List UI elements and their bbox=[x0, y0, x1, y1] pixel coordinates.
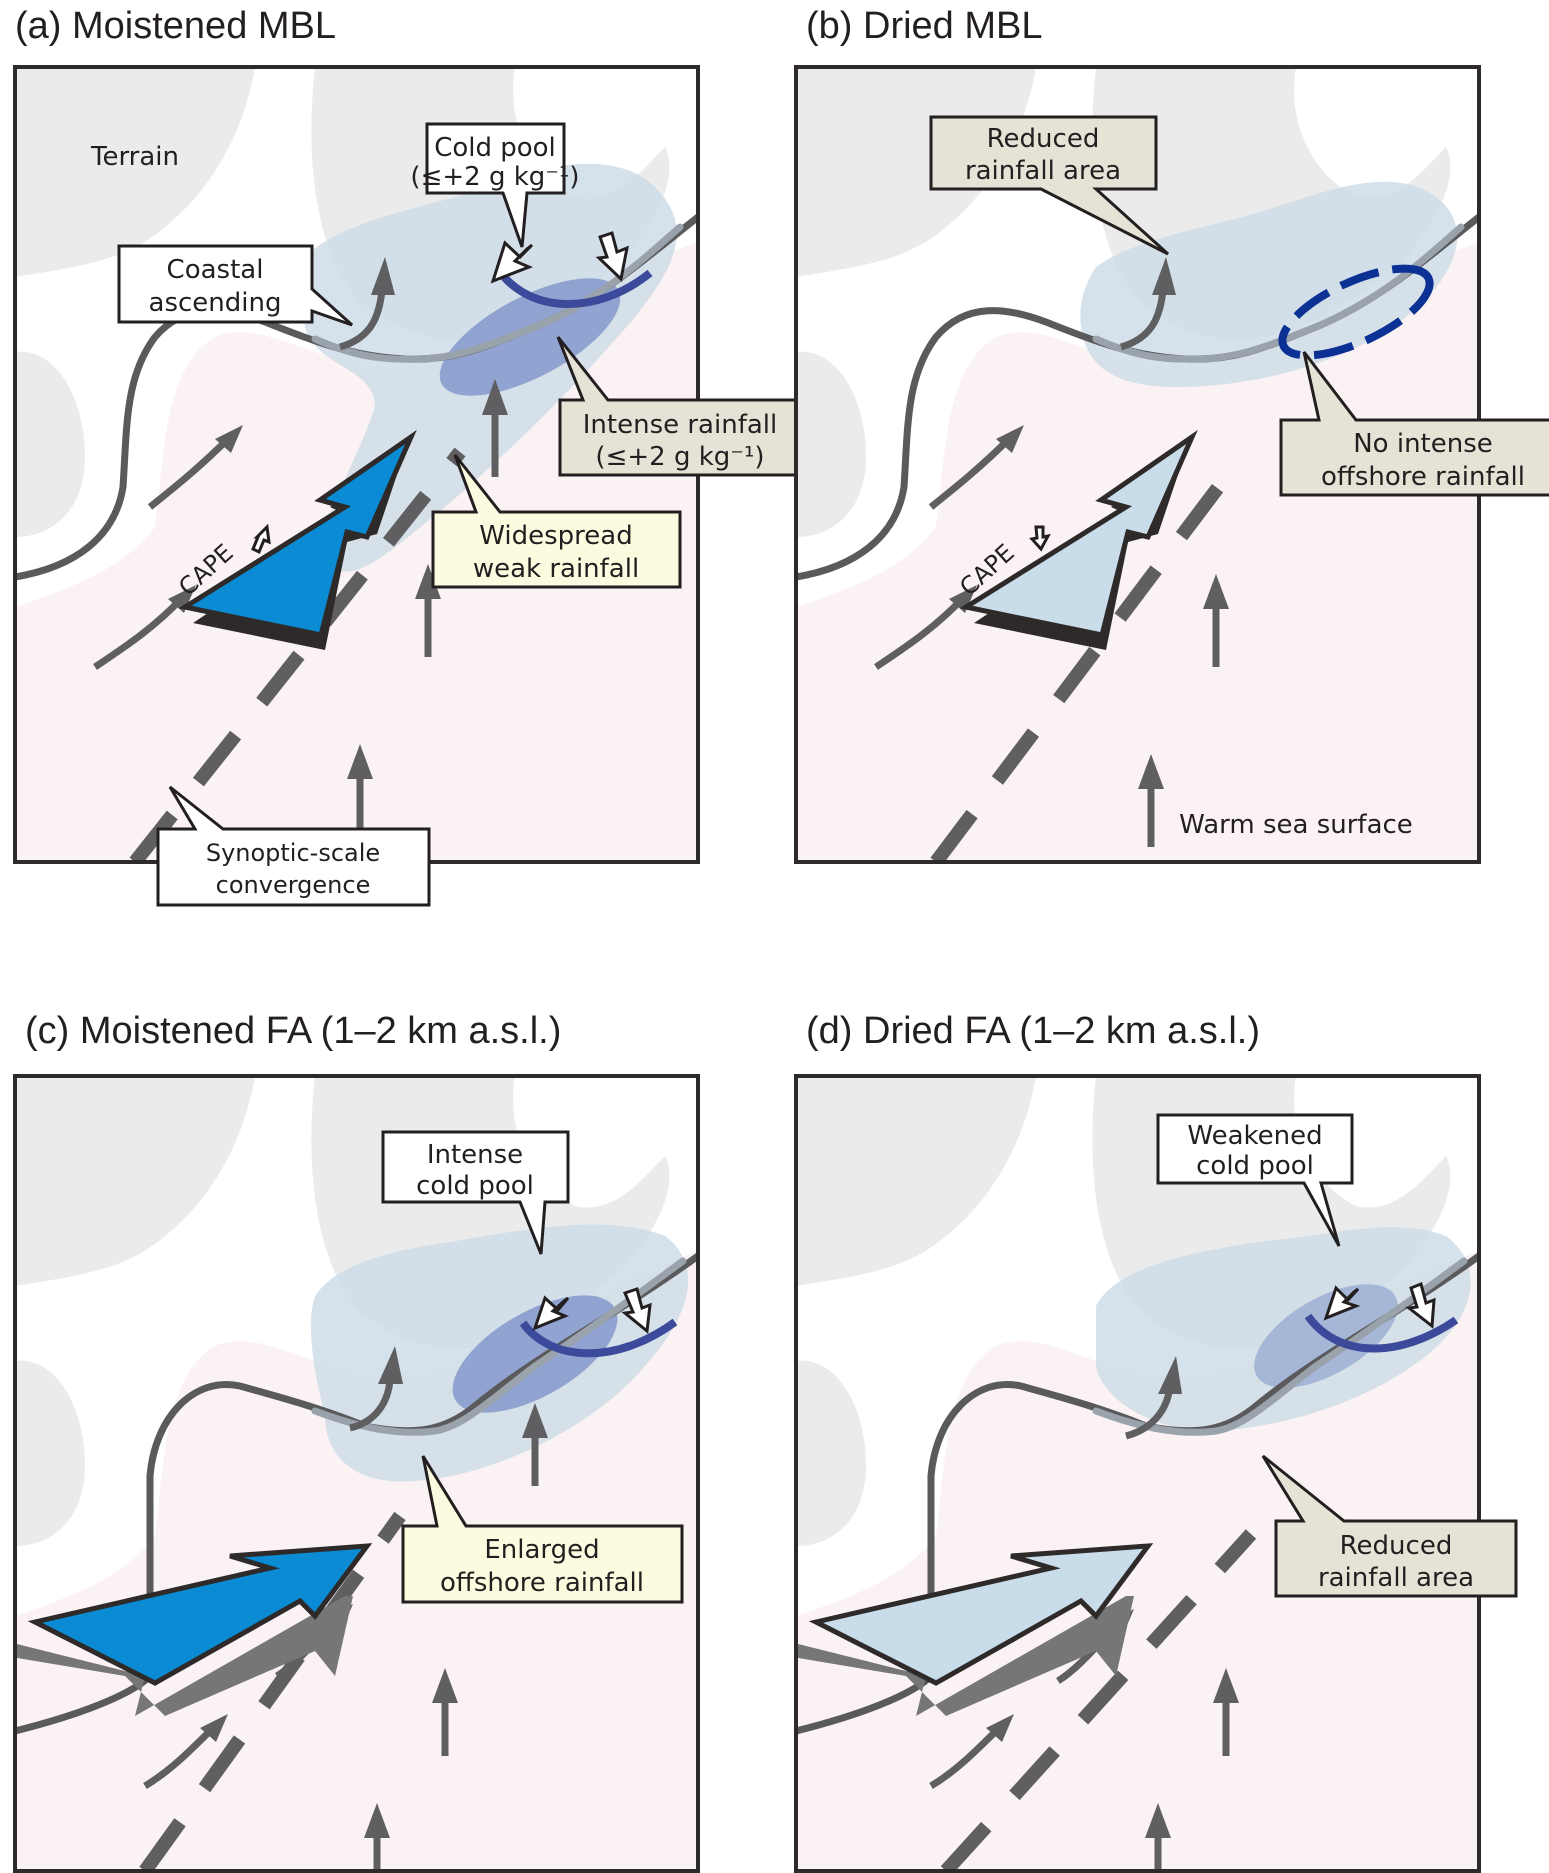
arrowhead-icon bbox=[371, 257, 395, 295]
cape-decrease-arrow-icon bbox=[1029, 525, 1051, 552]
dry-elevated-inflow-arrow bbox=[796, 1543, 1154, 1716]
svg-text:cold pool: cold pool bbox=[416, 1171, 534, 1201]
svg-text:offshore rainfall: offshore rainfall bbox=[1321, 462, 1525, 492]
cold-pool-inflow-arrow-icon bbox=[595, 231, 629, 282]
dry-inflow-arrow bbox=[959, 429, 1198, 650]
svg-text:Enlarged: Enlarged bbox=[484, 1535, 599, 1565]
callout-reduced-rainfall: Reduced rainfall area bbox=[929, 115, 1170, 256]
panel-d-title: (d) Dried FA (1–2 km a.s.l.) bbox=[806, 1010, 1260, 1052]
panel-c: Intense cold pool Enlarged offshore rain… bbox=[13, 1074, 700, 1873]
callout-coastal-ascending: Coastal ascending bbox=[117, 244, 354, 327]
panel-c-title: (c) Moistened FA (1–2 km a.s.l.) bbox=[25, 1010, 561, 1052]
svg-text:Synoptic-scale: Synoptic-scale bbox=[206, 839, 380, 867]
panel-a: CAPE Terrain Cold pool (≤+2 g kg⁻¹) Coas… bbox=[13, 65, 803, 907]
callout-intense-cold-pool: Intense cold pool bbox=[381, 1130, 570, 1255]
arrowhead-icon bbox=[1158, 1356, 1182, 1394]
cold-pool-front bbox=[496, 269, 653, 308]
panel-d: Weakened cold pool Reduced rainfall area bbox=[794, 1074, 1518, 1873]
cold-pool-front bbox=[519, 1318, 678, 1358]
svg-text:offshore rainfall: offshore rainfall bbox=[440, 1568, 644, 1598]
callout-intense-rainfall: Intense rainfall (≤+2 g kg⁻¹) bbox=[556, 336, 803, 477]
arrowhead-icon bbox=[378, 1346, 403, 1384]
svg-text:No intense: No intense bbox=[1353, 429, 1493, 459]
svg-text:Weakened: Weakened bbox=[1187, 1121, 1322, 1151]
cape-increase-arrow-icon bbox=[251, 523, 271, 555]
svg-text:Reduced: Reduced bbox=[987, 124, 1100, 154]
svg-text:ascending: ascending bbox=[149, 288, 282, 318]
arrowhead-icon bbox=[1152, 257, 1176, 295]
cold-pool-inflow-arrow-icon bbox=[1405, 1281, 1436, 1329]
svg-text:Reduced: Reduced bbox=[1340, 1531, 1453, 1561]
warm-sea-surface-label: Warm sea surface bbox=[1179, 810, 1413, 840]
svg-text:cold pool: cold pool bbox=[1196, 1151, 1314, 1181]
svg-text:weak rainfall: weak rainfall bbox=[473, 554, 639, 584]
intense-rainfall-area bbox=[452, 1295, 618, 1413]
panel-b-title: (b) Dried MBL bbox=[806, 5, 1043, 47]
svg-text:Widespread: Widespread bbox=[479, 521, 632, 551]
svg-text:Cold pool: Cold pool bbox=[434, 133, 556, 163]
wind-arrows bbox=[874, 425, 1229, 847]
cold-pool-front bbox=[1304, 1313, 1459, 1353]
cold-pool-inflow-arrow-icon bbox=[1323, 1285, 1361, 1321]
svg-text:Intense rainfall: Intense rainfall bbox=[583, 410, 777, 440]
rainfall-area bbox=[1080, 181, 1458, 387]
svg-text:rainfall area: rainfall area bbox=[965, 156, 1121, 186]
callout-synoptic-convergence: Synoptic-scale convergence bbox=[156, 785, 431, 907]
moist-elevated-inflow-arrow bbox=[15, 1543, 373, 1716]
wind-arrows bbox=[93, 379, 508, 837]
svg-text:Intense: Intense bbox=[427, 1140, 523, 1170]
base-map bbox=[15, 1076, 698, 1871]
svg-text:(≤+2 g kg⁻¹): (≤+2 g kg⁻¹) bbox=[410, 162, 579, 192]
convergence-line bbox=[139, 1511, 406, 1871]
svg-text:convergence: convergence bbox=[216, 871, 371, 899]
convergence-line bbox=[940, 1529, 1257, 1871]
moist-inflow-arrow bbox=[178, 429, 417, 650]
cold-pool-inflow-arrow-icon bbox=[532, 1295, 570, 1331]
callout-reduced-rainfall: Reduced rainfall area bbox=[1261, 1454, 1518, 1598]
svg-text:Coastal: Coastal bbox=[167, 255, 264, 285]
callout-cold-pool: Cold pool (≤+2 g kg⁻¹) bbox=[410, 122, 580, 248]
callout-weakened-cold-pool: Weakened cold pool bbox=[1156, 1113, 1354, 1247]
callout-enlarged-rainfall: Enlarged offshore rainfall bbox=[401, 1455, 684, 1604]
callout-widespread-weak-rainfall: Widespread weak rainfall bbox=[431, 454, 682, 589]
coastline-under-rain bbox=[1092, 1257, 1468, 1436]
svg-text:rainfall area: rainfall area bbox=[1318, 1563, 1474, 1593]
cold-pool-inflow-arrow-icon bbox=[490, 240, 534, 284]
panel-frame bbox=[794, 1074, 1481, 1873]
panel-a-title: (a) Moistened MBL bbox=[15, 5, 336, 47]
coastline-under-rain bbox=[1092, 223, 1465, 363]
base-map bbox=[796, 1076, 1479, 1871]
coastline-under-rain bbox=[311, 1257, 687, 1436]
no-intense-rainfall-outline bbox=[1278, 264, 1434, 360]
svg-text:(≤+2 g kg⁻¹): (≤+2 g kg⁻¹) bbox=[595, 442, 764, 472]
cold-pool-inflow-arrow-icon bbox=[621, 1287, 652, 1334]
panel-b: CAPE Warm sea surface Reduced rainfall a… bbox=[794, 65, 1549, 864]
callout-no-intense-rainfall: No intense offshore rainfall bbox=[1279, 351, 1549, 497]
terrain-label: Terrain bbox=[90, 142, 179, 172]
convergence-line bbox=[129, 447, 466, 862]
panel-frame bbox=[13, 1074, 700, 1873]
convergence-line bbox=[930, 452, 1247, 862]
